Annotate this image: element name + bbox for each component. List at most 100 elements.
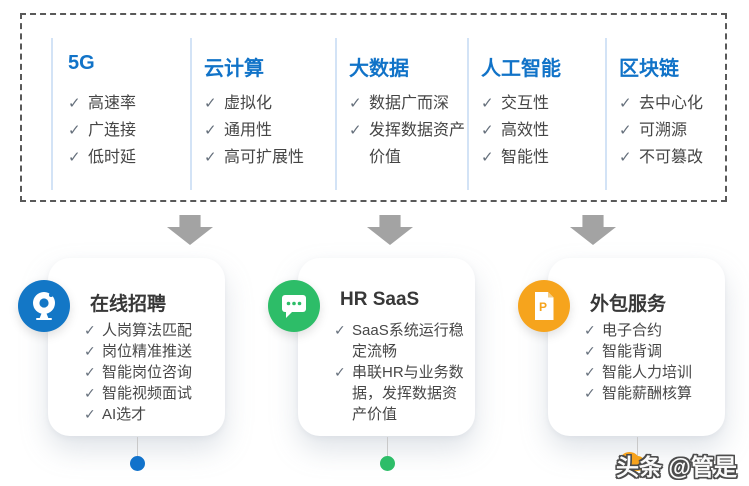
card-item-text: AI选才 (102, 406, 147, 423)
tech-item-text: 数据广而深 (369, 95, 450, 112)
card-item: ✓ 智能人力培训 (584, 362, 715, 383)
tech-item-text: 广连接 (88, 122, 137, 139)
check-icon: ✓ (334, 364, 346, 380)
check-icon: ✓ (204, 122, 217, 139)
card-item-text: SaaS系统运行稳定流畅 (352, 322, 464, 360)
check-icon: ✓ (481, 122, 494, 139)
timeline-dot-green (380, 456, 395, 471)
tech-item: ✓ 发挥数据资产价值 (349, 117, 467, 171)
check-icon: ✓ (584, 364, 596, 380)
tech-item-text: 虚拟化 (224, 95, 273, 112)
tech-column-ai: 人工智能 ✓ 交互性 ✓ 高效性 ✓ 智能性 (467, 38, 605, 190)
check-icon: ✓ (204, 95, 217, 112)
card-item: ✓ 电子合约 (584, 320, 715, 341)
card-item-text: 智能视频面试 (102, 385, 193, 402)
check-icon: ✓ (584, 322, 596, 338)
check-icon: ✓ (84, 385, 96, 401)
tech-column-bigdata: 大数据 ✓ 数据广而深 ✓ 发挥数据资产价值 (335, 38, 467, 190)
watermark: 头条 @管是 (616, 445, 749, 480)
check-icon: ✓ (349, 95, 362, 112)
card-item: ✓ 智能视频面试 (84, 383, 215, 404)
tech-column-blockchain: 区块链 ✓ 去中心化 ✓ 可溯源 ✓ 不可篡改 (605, 38, 725, 190)
check-icon: ✓ (84, 322, 96, 338)
tech-item-text: 智能性 (501, 149, 550, 166)
timeline-dot-blue (130, 456, 145, 471)
tech-item: ✓ 不可篡改 (619, 144, 725, 171)
tech-item: ✓ 低时延 (68, 144, 190, 171)
tech-column-5g: 5G ✓ 高速率 ✓ 广连接 ✓ 低时延 (51, 38, 190, 190)
tech-item: ✓ 广连接 (68, 117, 190, 144)
down-arrow-icon (367, 215, 413, 245)
tech-section-box: 5G ✓ 高速率 ✓ 广连接 ✓ 低时延 云计算 ✓ 虚拟化 ✓ 通用性 (20, 13, 727, 202)
connector-line (637, 437, 638, 456)
tech-item: ✓ 数据广而深 (349, 90, 467, 117)
tech-item-text: 去中心化 (639, 95, 704, 112)
card-item-text: 岗位精准推送 (102, 343, 193, 360)
check-icon: ✓ (68, 122, 81, 139)
check-icon: ✓ (584, 343, 596, 359)
check-icon: ✓ (619, 95, 632, 112)
tech-item: ✓ 虚拟化 (204, 90, 335, 117)
card-item-text: 人岗算法匹配 (102, 322, 193, 339)
card-item: ✓ 人岗算法匹配 (84, 320, 215, 341)
watermark-logo-dot (619, 452, 640, 473)
card-item: ✓ SaaS系统运行稳定流畅 (334, 320, 465, 362)
connector-line (387, 437, 388, 456)
card-item: ✓ 智能岗位咨询 (84, 362, 215, 383)
card-item: ✓ 串联HR与业务数据，发挥数据资产价值 (334, 362, 465, 425)
card-item-text: 电子合约 (602, 322, 663, 339)
card-title: 在线招聘 (90, 294, 167, 315)
card-item-text: 智能岗位咨询 (102, 364, 193, 381)
service-card-hr-saas: HR SaaS ✓ SaaS系统运行稳定流畅 ✓ 串联HR与业务数据，发挥数据资… (298, 258, 475, 436)
webcam-icon (18, 280, 70, 332)
tech-item-text: 通用性 (224, 122, 273, 139)
down-arrow-icon (570, 215, 616, 245)
check-icon: ✓ (84, 343, 96, 359)
svg-text:P: P (539, 300, 547, 314)
tech-item-text: 发挥数据资产价值 (369, 122, 466, 166)
check-icon: ✓ (619, 149, 632, 166)
tech-item: ✓ 智能性 (481, 144, 605, 171)
card-item-text: 智能背调 (602, 343, 663, 360)
tech-title: 云计算 (204, 58, 264, 80)
check-icon: ✓ (619, 122, 632, 139)
card-item: ✓ AI选才 (84, 404, 215, 425)
tech-item: ✓ 高效性 (481, 117, 605, 144)
check-icon: ✓ (481, 149, 494, 166)
check-icon: ✓ (334, 322, 346, 338)
card-title: HR SaaS (340, 289, 420, 310)
connector-line (137, 437, 138, 456)
card-item: ✓ 智能背调 (584, 341, 715, 362)
check-icon: ✓ (84, 364, 96, 380)
chat-bubble-icon (268, 280, 320, 332)
card-item: ✓ 智能薪酬核算 (584, 383, 715, 404)
watermark-text: 头条 @管是 (616, 454, 737, 480)
tech-item: ✓ 可溯源 (619, 117, 725, 144)
tech-item: ✓ 高速率 (68, 90, 190, 117)
tech-title: 区块链 (619, 58, 679, 80)
tech-item-text: 可溯源 (639, 122, 688, 139)
tech-column-cloud: 云计算 ✓ 虚拟化 ✓ 通用性 ✓ 高可扩展性 (190, 38, 335, 190)
tech-title: 5G (68, 52, 95, 74)
tech-item-text: 低时延 (88, 149, 137, 166)
check-icon: ✓ (84, 406, 96, 422)
card-item-text: 串联HR与业务数据，发挥数据资产价值 (352, 364, 464, 423)
card-item-text: 智能人力培训 (602, 364, 693, 381)
check-icon: ✓ (349, 122, 362, 139)
tech-item: ✓ 去中心化 (619, 90, 725, 117)
document-p-icon: P (518, 280, 570, 332)
check-icon: ✓ (68, 149, 81, 166)
check-icon: ✓ (204, 149, 217, 166)
tech-item: ✓ 交互性 (481, 90, 605, 117)
tech-item-text: 高效性 (501, 122, 550, 139)
tech-title: 人工智能 (481, 58, 561, 80)
service-card-recruitment: 在线招聘 ✓ 人岗算法匹配 ✓ 岗位精准推送 ✓ 智能岗位咨询 ✓ 智能视频面试… (48, 258, 225, 436)
card-item: ✓ 岗位精准推送 (84, 341, 215, 362)
card-item-text: 智能薪酬核算 (602, 385, 693, 402)
tech-item-text: 高可扩展性 (224, 149, 305, 166)
check-icon: ✓ (584, 385, 596, 401)
tech-item: ✓ 通用性 (204, 117, 335, 144)
tech-item: ✓ 高可扩展性 (204, 144, 335, 171)
card-title: 外包服务 (590, 294, 667, 315)
